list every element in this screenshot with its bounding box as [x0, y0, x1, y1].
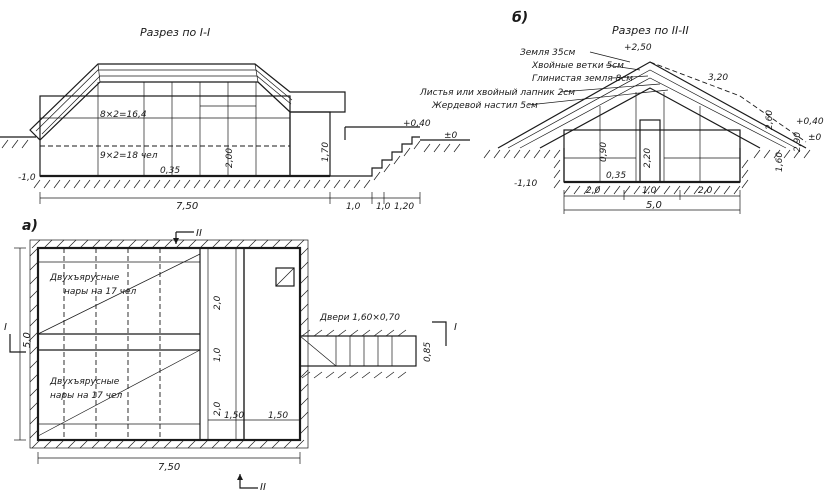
plan-height: 5,0 [22, 332, 33, 348]
plan-bunk-top: 2,0 [213, 295, 223, 310]
plan: а) II II I I [4, 218, 457, 493]
section-1-dim-b: 1,0 [376, 202, 391, 212]
bunk-label-2b: нары на 17 чел [50, 391, 123, 401]
section-2-slope: 3,20 [708, 73, 728, 83]
section-1-1: Разрез по I-I 8×2=16,4 [0, 26, 470, 212]
cut-1-right-label: I [454, 322, 457, 333]
section-1-level-plus: +0,40 [403, 119, 431, 129]
section-1-people: 9×2=18 чел [100, 151, 158, 161]
section-1-total: 7,50 [176, 201, 198, 212]
section-1-title: Разрез по I-I [140, 26, 210, 39]
plan-wall-hatch [29, 239, 309, 449]
section-2-level-minus: -1,10 [514, 179, 538, 189]
plan-total: 7,50 [158, 462, 180, 473]
section-1-dim-c: 1,20 [394, 202, 414, 212]
cut-marker-2-bottom [237, 474, 258, 489]
plan-entrance [299, 329, 417, 379]
layer-poles: Жердевой настил 5см [431, 101, 538, 111]
plan-v1: 1,50 [224, 411, 244, 421]
section-1-height-vest: 1,70 [321, 142, 331, 162]
cut-marker-1-right [432, 321, 447, 346]
section-2-door: 2,20 [643, 148, 653, 168]
plan-bunk-bottom: 2,0 [213, 401, 223, 416]
section-1-level-minus: -1,0 [18, 173, 36, 183]
section-2-dim-v3: 1,60 [775, 152, 785, 172]
stove-icon [275, 267, 295, 287]
door-label: Двери 1,60×0,70 [319, 313, 400, 323]
section-1-dim-a: 1,0 [346, 202, 361, 212]
section-1-dimensions [39, 192, 421, 204]
section-1-step: 0,35 [160, 166, 180, 176]
section-2-title: Разрез по II-II [612, 24, 689, 37]
plan-dimensions [14, 247, 301, 464]
section-1-roof [29, 63, 346, 141]
section-2-dim-v1: 2,60 [765, 110, 775, 130]
section-2-level-top: +2,50 [624, 43, 652, 53]
section-1-hatch [1, 139, 461, 189]
plan-aisle: 1,0 [213, 347, 223, 362]
layer-earth: Земля 35см [520, 48, 576, 58]
section-2-letter: б) [512, 10, 528, 26]
section-1-bunk-length: 8×2=16,4 [100, 110, 147, 120]
plan-bunks [37, 248, 201, 440]
plan-walls [29, 239, 309, 449]
plan-entry-dim: 0,85 [423, 342, 433, 362]
plan-v2: 1,50 [268, 411, 288, 421]
section-2-w2: 1,0 [642, 186, 657, 196]
section-2-w1: 2,0 [586, 186, 601, 196]
section-2-level-zero: ±0 [808, 133, 822, 143]
section-2-total: 5,0 [646, 200, 662, 211]
section-2-dim-v2: 2,90 [793, 132, 803, 152]
section-2-dimensions [563, 190, 741, 214]
layer-leader-lines [527, 51, 669, 106]
cut-2-top-label: II [196, 228, 202, 239]
layer-branches: Хвойные ветки 5см [531, 61, 624, 71]
bunk-label-1b: нары на 17 чел [64, 287, 137, 297]
section-1-height-main: 2,00 [225, 148, 235, 168]
cut-2-bottom-label: II [260, 482, 266, 493]
section-1-level-zero: ±0 [444, 131, 458, 141]
plan-letter: а) [22, 218, 38, 234]
bunk-label-1a: Двухъярусные [49, 273, 120, 283]
section-1-frame [39, 82, 331, 178]
layer-leaves: Листья или хвойный лапник 2см [419, 88, 575, 98]
section-2-2: б) Разрез по II-II Земля 35см Хвойные ве… [419, 10, 824, 214]
section-2-step: 0,35 [606, 171, 626, 181]
section-2-bunk: 0,90 [599, 142, 609, 162]
cut-marker-2-top [173, 231, 194, 244]
section-2-hatch [483, 148, 811, 195]
section-2-w3: 2,0 [698, 186, 713, 196]
bunk-label-2a: Двухъярусные [49, 377, 120, 387]
section-2-roof [497, 61, 807, 149]
section-2-level-plus: +0,40 [796, 117, 824, 127]
cut-marker-1-left [9, 334, 26, 353]
cut-1-left-label: I [4, 322, 7, 333]
layer-clay: Глинистая земля 8см [532, 74, 633, 84]
section-1-stairs [330, 127, 420, 177]
